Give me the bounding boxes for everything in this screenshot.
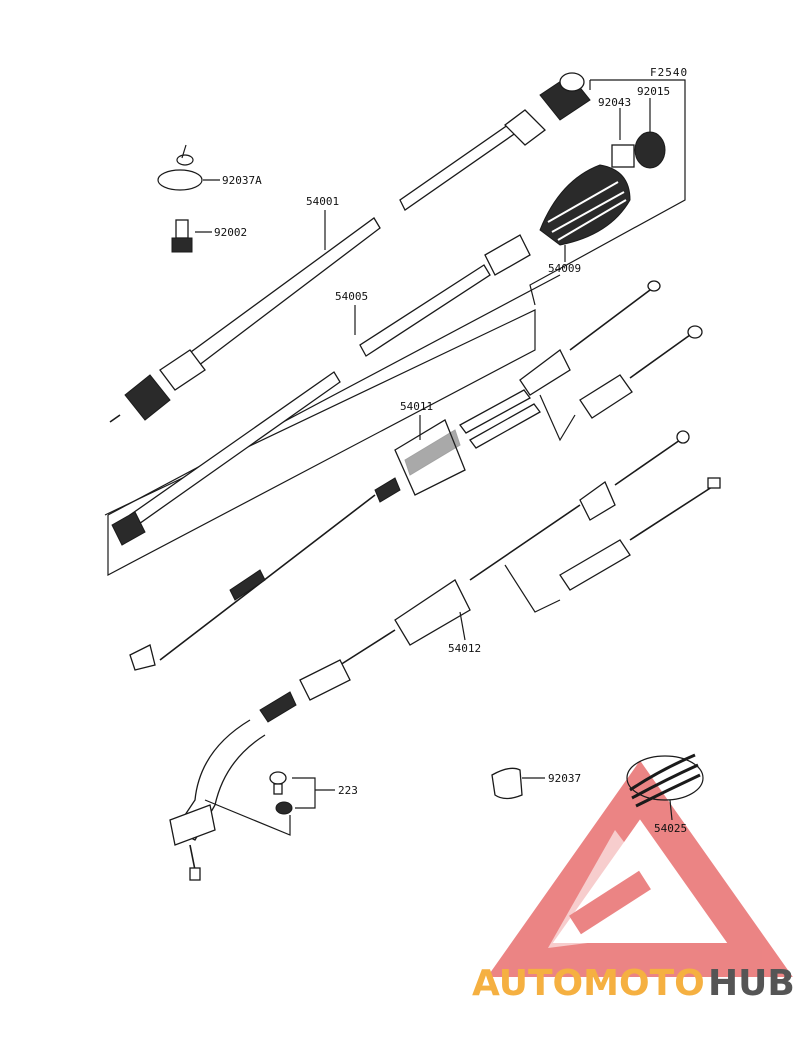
label-54025: 54025: [654, 822, 687, 835]
spring-54025: [626, 753, 704, 821]
adjuster-54009: [539, 98, 666, 262]
throttle-cable-54011: [129, 280, 703, 671]
label-54005: 54005: [335, 290, 368, 303]
throttle-cable-54012: [169, 430, 721, 881]
screws-223: [204, 771, 335, 836]
assembly-bracket: [529, 79, 686, 306]
label-54012: 54012: [448, 642, 481, 655]
logo-text-automoto: AUTOMOTO: [472, 963, 705, 1004]
label-92002: 92002: [214, 226, 247, 239]
clip-92037: [491, 767, 545, 800]
meter-cable-upper: [399, 72, 591, 211]
figure-code: F2540: [650, 66, 688, 79]
label-92037: 92037: [548, 772, 581, 785]
bolt-92002: [171, 219, 212, 253]
label-54011: 54011: [400, 400, 433, 413]
logo-text-hub: HUB: [708, 963, 795, 1004]
o-ring-92037a: [157, 144, 220, 191]
speedometer-cable-54001: [109, 210, 381, 423]
label-92043: 92043: [598, 96, 631, 109]
automotohub-logo: [487, 760, 793, 977]
label-54009: 54009: [548, 262, 581, 275]
label-92015: 92015: [637, 85, 670, 98]
meter-cable-54005: [111, 234, 531, 546]
label-92037a: 92037A: [222, 174, 262, 187]
label-54001: 54001: [306, 195, 339, 208]
group-frame: [104, 274, 561, 576]
label-223: 223: [338, 784, 358, 797]
